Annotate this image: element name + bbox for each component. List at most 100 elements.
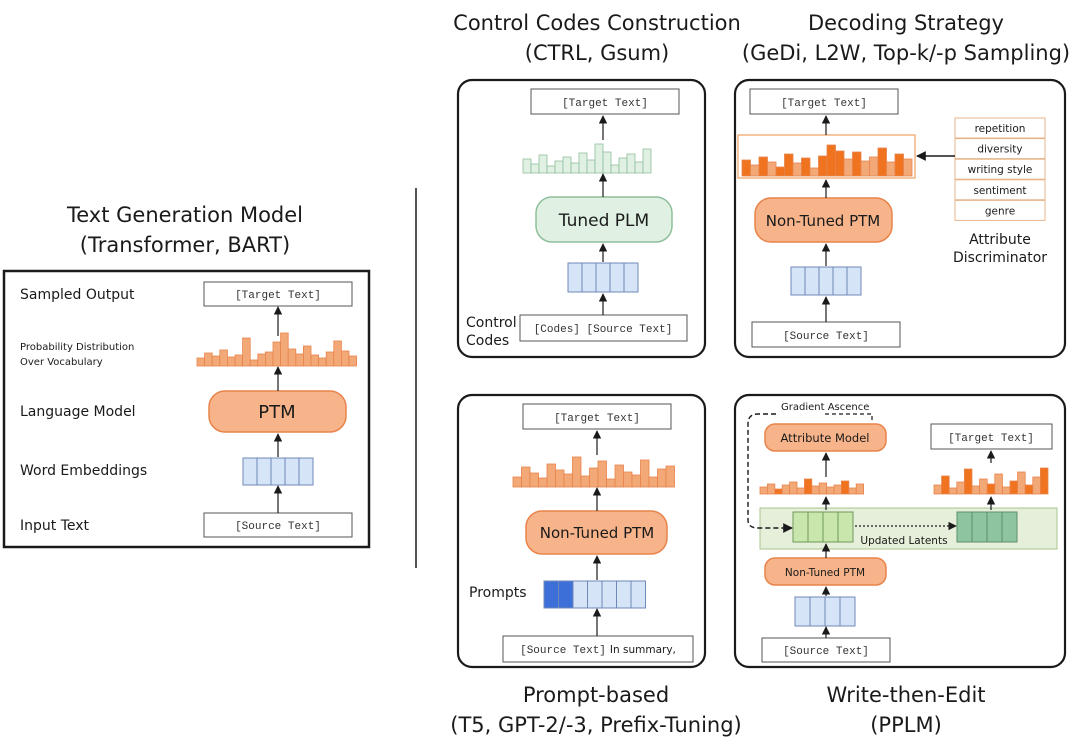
embedding-cell bbox=[567, 262, 583, 293]
row-label-language-model: Language Model bbox=[20, 404, 136, 420]
histogram-bar bbox=[933, 484, 942, 495]
embedding-cell bbox=[956, 511, 973, 543]
control-codes-panel: Control Codes Construction (CTRL, Gsum) … bbox=[453, 11, 741, 359]
ds-probability-histogram bbox=[741, 144, 913, 177]
histogram-bar bbox=[964, 468, 973, 495]
histogram-bar bbox=[602, 151, 612, 174]
embedding-cell bbox=[790, 266, 806, 296]
histogram-bar bbox=[818, 155, 828, 177]
embedding-cell bbox=[837, 511, 854, 543]
histogram-bar bbox=[855, 483, 865, 495]
histogram-bar bbox=[204, 352, 213, 367]
row-label-prob-dist-1: Probability Distribution bbox=[20, 342, 134, 353]
histogram-bar bbox=[226, 356, 236, 367]
pb-prompt-embeddings bbox=[543, 580, 646, 609]
histogram-bar bbox=[941, 475, 950, 495]
attribute-item-label: writing style bbox=[968, 164, 1033, 176]
histogram-bar bbox=[781, 484, 791, 495]
histogram-bar bbox=[257, 353, 266, 367]
histogram-bar bbox=[572, 456, 582, 488]
histogram-bar bbox=[555, 469, 565, 488]
gradient-ascence-label: Gradient Ascence bbox=[781, 402, 869, 413]
histogram-bar bbox=[971, 485, 980, 495]
histogram-bar bbox=[758, 156, 768, 177]
histogram-bar bbox=[597, 460, 607, 488]
attribute-item-label: genre bbox=[985, 205, 1015, 217]
histogram-bar bbox=[750, 164, 760, 177]
histogram-bar bbox=[570, 162, 580, 174]
histogram-bar bbox=[631, 474, 641, 488]
attribute-model-block bbox=[764, 423, 887, 452]
histogram-bar bbox=[767, 161, 777, 177]
we-source-text: [Source Text] bbox=[783, 646, 869, 658]
decoding-title: Decoding Strategy bbox=[808, 11, 1004, 35]
histogram-bar bbox=[1017, 471, 1026, 495]
cc-probability-histogram bbox=[522, 143, 652, 174]
histogram-bar bbox=[618, 157, 628, 174]
histogram-bar bbox=[521, 466, 531, 488]
gradient-dashed-path bbox=[747, 413, 793, 533]
histogram-bar bbox=[948, 487, 958, 495]
embedding-cell bbox=[572, 580, 588, 609]
histogram-bar bbox=[333, 340, 342, 367]
histogram-bar bbox=[538, 154, 548, 174]
histogram-bar bbox=[986, 483, 996, 495]
histogram-bar bbox=[665, 465, 675, 488]
histogram-bar bbox=[586, 159, 596, 174]
histogram-bar bbox=[280, 332, 289, 367]
histogram-bar bbox=[774, 488, 783, 495]
we-target-text: [Target Text] bbox=[948, 433, 1034, 445]
decoding-panel: Decoding Strategy (GeDi, L2W, Top-k/-p S… bbox=[733, 11, 1070, 359]
embedding-cell bbox=[543, 580, 559, 609]
row-label-input-text: Input Text bbox=[20, 518, 90, 534]
gradient-dashed-top bbox=[825, 413, 873, 420]
histogram-bar bbox=[563, 473, 573, 488]
histogram-bar bbox=[956, 481, 965, 495]
histogram-bar bbox=[648, 476, 658, 488]
histogram-bar bbox=[249, 359, 259, 367]
histogram-bar bbox=[1024, 484, 1034, 495]
histogram-bar bbox=[626, 153, 636, 174]
histogram-bar bbox=[580, 475, 590, 488]
histogram-bar bbox=[578, 152, 588, 174]
histogram-bar bbox=[219, 349, 228, 367]
updated-latents-label: Updated Latents bbox=[860, 535, 947, 547]
prompt-based-panel: [Target Text] Non-Tuned PTM Prompts [Sou… bbox=[450, 393, 742, 737]
ds-source-text: [Source Text] bbox=[783, 331, 869, 343]
attribute-item-box bbox=[954, 158, 1046, 180]
prompt-based-title: Prompt-based bbox=[523, 683, 669, 707]
histogram-bar bbox=[1040, 467, 1049, 495]
histogram-bar bbox=[196, 357, 205, 367]
attribute-item-box bbox=[954, 179, 1046, 201]
embedding-cell bbox=[284, 457, 300, 486]
histogram-bar bbox=[775, 166, 785, 177]
embedding-cell bbox=[609, 262, 625, 293]
histogram-bar bbox=[826, 486, 835, 495]
histogram-bar bbox=[860, 160, 870, 177]
embedding-cell bbox=[846, 266, 862, 296]
ds-source-text-box bbox=[751, 321, 901, 348]
histogram-bar bbox=[546, 165, 556, 174]
embedding-cell bbox=[986, 511, 1003, 543]
attribute-item-label: repetition bbox=[975, 123, 1026, 135]
histogram-bar bbox=[835, 150, 845, 177]
control-codes-side-label-1: Control bbox=[466, 315, 517, 331]
histogram-bar bbox=[529, 472, 539, 488]
histogram-bar bbox=[848, 487, 857, 495]
left-model-subtitle: (Transformer, BART) bbox=[80, 233, 290, 257]
histogram-bar bbox=[512, 476, 522, 488]
histogram-bar bbox=[811, 485, 820, 495]
histogram-bar bbox=[759, 486, 768, 495]
we-source-text-box bbox=[761, 637, 891, 663]
embedding-cell bbox=[587, 580, 603, 609]
histogram-bar bbox=[302, 345, 312, 367]
we-attribute-histogram bbox=[759, 478, 865, 495]
pb-target-text: [Target Text] bbox=[554, 413, 640, 425]
histogram-bar bbox=[634, 161, 644, 174]
histogram-bar bbox=[994, 473, 1003, 495]
cc-input-text-box bbox=[519, 314, 688, 342]
embedding-cell bbox=[1001, 511, 1018, 543]
histogram-bar bbox=[852, 151, 862, 177]
control-codes-subtitle: (CTRL, Gsum) bbox=[525, 41, 670, 65]
